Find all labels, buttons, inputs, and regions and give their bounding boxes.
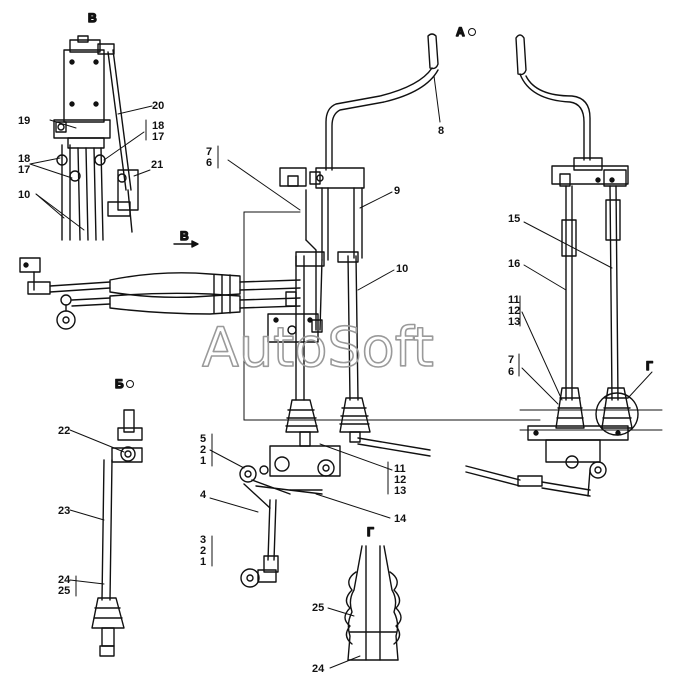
callout-label: 21 xyxy=(151,159,163,171)
callout-label: 7 xyxy=(508,354,514,366)
callout-label: 6 xyxy=(206,157,212,169)
callout-label: 10 xyxy=(396,263,408,275)
callout-label: 25 xyxy=(58,585,70,597)
callout-labels: 8 20 19 18 17 18 17 21 10 7 6 9 10 15 16… xyxy=(18,100,520,675)
callout-label: 24 xyxy=(312,663,325,675)
view-a-marker xyxy=(468,28,476,36)
view-v-detail xyxy=(53,35,139,241)
watermark: AutoSoft xyxy=(202,316,434,379)
view-label-g-cut: Г xyxy=(646,359,653,373)
callout-label: 17 xyxy=(152,131,164,143)
callout-label: 13 xyxy=(394,485,406,497)
callout-label: 1 xyxy=(200,556,206,568)
callout-label: 25 xyxy=(312,602,324,614)
view-label-a: А xyxy=(456,25,465,39)
view-label-b: Б xyxy=(115,377,124,391)
leader-lines xyxy=(29,75,653,669)
view-v-arrow xyxy=(173,240,199,248)
callout-label: 11 xyxy=(508,294,520,306)
callout-label: 7 xyxy=(206,146,212,158)
callout-label: 14 xyxy=(394,513,407,525)
callout-label: 18 xyxy=(18,153,30,165)
callout-label: 2 xyxy=(200,444,206,456)
view-label-v: В xyxy=(88,11,97,25)
view-label-v-arrow: В xyxy=(180,229,189,243)
callout-label: 1 xyxy=(200,455,206,467)
callout-label: 19 xyxy=(18,115,30,127)
horizontal-rods xyxy=(19,257,301,330)
callout-label: 16 xyxy=(508,258,520,270)
callout-label: 22 xyxy=(58,425,70,437)
callout-label: 10 xyxy=(18,189,30,201)
callout-label: 20 xyxy=(152,100,164,112)
view-label-g-detail: Г xyxy=(367,525,374,539)
callout-label: 18 xyxy=(152,120,164,132)
callout-label: 2 xyxy=(200,545,206,557)
callout-label: 5 xyxy=(200,433,206,445)
callout-label: 17 xyxy=(18,164,30,176)
callout-label: 12 xyxy=(508,305,520,317)
callout-label: 3 xyxy=(200,534,206,546)
view-b-detail xyxy=(91,409,143,657)
label-brackets xyxy=(75,119,521,597)
central-assembly xyxy=(239,33,439,588)
callout-label: 4 xyxy=(200,489,207,501)
callout-label: 6 xyxy=(508,366,514,378)
frame-lines xyxy=(243,211,663,431)
callout-label: 12 xyxy=(394,474,406,486)
callout-label: 13 xyxy=(508,316,520,328)
callout-label: 23 xyxy=(58,505,70,517)
detail-g-boot xyxy=(344,545,402,661)
callout-label: 9 xyxy=(394,185,400,197)
callout-label: 24 xyxy=(58,574,71,586)
callout-label: 15 xyxy=(508,213,520,225)
right-assembly xyxy=(465,34,639,497)
callout-label: 11 xyxy=(394,463,406,475)
callout-label: 8 xyxy=(438,125,444,137)
view-b-marker xyxy=(126,380,134,388)
